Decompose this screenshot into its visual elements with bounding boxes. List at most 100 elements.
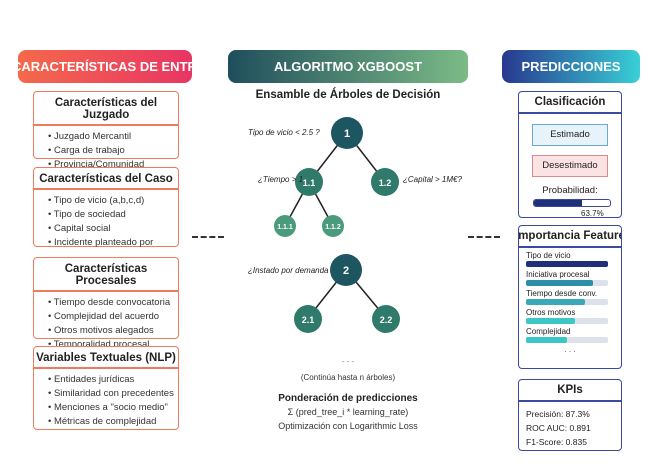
kpis-box: KPIs Precisión: 87.3% ROC AUC: 0.891 F1-… — [518, 379, 622, 451]
right-connector — [468, 236, 500, 238]
box-title: Clasificación — [534, 96, 606, 108]
kpi-f1: F1-Score: 0.835 — [526, 436, 587, 447]
feature-row: Tipo de vicio — [519, 250, 621, 267]
court-features-box: Características del Juzgado Juzgado Merc… — [33, 91, 179, 170]
algorithm-banner: ALGORITMO XGBOOST — [228, 50, 468, 83]
box-title: Características del Caso — [39, 173, 173, 185]
tree1-leaf-node — [274, 215, 296, 237]
split-question: ¿Tiempo > 1 — [258, 175, 303, 184]
probability-bar — [533, 198, 611, 207]
list-item: Carga de trabajo — [48, 144, 178, 158]
ensemble-title: Ensamble de Árboles de Decisión — [256, 88, 441, 101]
box-title: KPIs — [557, 384, 583, 396]
tree1-leaf-node — [322, 215, 344, 237]
feature-bar-track — [526, 336, 608, 343]
feature-row: Complejidad — [519, 326, 621, 343]
box-title: Características Procesales — [64, 263, 148, 287]
tree1-left-node — [295, 168, 323, 196]
box-title: Importancia Features — [518, 230, 621, 242]
feature-bar — [526, 336, 567, 343]
feature-row: Otros motivos — [519, 307, 621, 324]
feature-bar-track — [526, 298, 608, 305]
list-item: Tipo de sociedad — [48, 208, 178, 222]
estimado-badge: Estimado — [532, 123, 608, 146]
classification-box: Clasificación Estimado Desestimado Proba… — [518, 91, 622, 218]
list-item: Temporalidad procesal — [48, 338, 178, 352]
tree2-right-node — [372, 305, 400, 333]
node-label: 1.1.2 — [325, 224, 341, 231]
list-item: Similaridad con precedentes — [48, 387, 178, 401]
nlp-features-box: Variables Textuales (NLP) Entidades jurí… — [33, 346, 179, 430]
probability-value: 63.7% — [581, 209, 604, 218]
list-item: Capital social — [48, 222, 178, 236]
kpi-precision: Precisión: 87.3% — [526, 408, 590, 419]
feature-bar-track — [526, 260, 608, 267]
desestimado-label: Desestimado — [542, 160, 598, 171]
feature-importance-box: Importancia Features Tipo de vicioInicia… — [518, 225, 622, 369]
list-item: Entidades jurídicas — [48, 373, 178, 387]
input-features-banner-label: CARACTERÍSTICAS DE ENTRADA — [18, 59, 192, 74]
feature-name: Complejidad — [526, 326, 571, 336]
desestimado-badge: Desestimado — [532, 154, 608, 177]
list-item: Tipo de vicio (a,b,c,d) — [48, 194, 178, 208]
predictions-banner: PREDICCIONES — [502, 50, 640, 83]
box-title: Características del Juzgado — [54, 97, 158, 121]
feature-bar-track — [526, 317, 608, 324]
left-connector — [192, 236, 224, 238]
ellipsis: . . . — [342, 354, 355, 364]
node-label: 2.1 — [302, 315, 315, 325]
node-label: 1.2 — [379, 178, 392, 188]
feature-row: Tiempo desde conv. — [519, 288, 621, 305]
list-item: Provincia/Comunidad — [48, 158, 178, 172]
list-item: Menciones a "socio medio" — [48, 401, 178, 415]
continue-note: (Continúa hasta n árboles) — [301, 373, 396, 382]
feature-bar-track — [526, 279, 608, 286]
divider — [519, 112, 621, 114]
divider — [34, 124, 178, 126]
probability-label: Probabilidad: — [542, 184, 598, 196]
divider — [519, 246, 621, 248]
feature-row: Iniciativa procesal — [519, 269, 621, 286]
split-question: Tipo de vicio < 2.5 ? — [248, 128, 320, 137]
tree2-root-node — [330, 254, 362, 286]
divider — [519, 400, 621, 402]
feature-bar — [526, 260, 608, 267]
node-label: 2 — [343, 265, 349, 277]
weighting-formula: Σ (pred_tree_i * learning_rate) — [288, 407, 409, 417]
divider — [34, 367, 178, 369]
tree1-right-node — [371, 168, 399, 196]
divider — [34, 188, 178, 190]
estimado-label: Estimado — [550, 129, 590, 140]
list-item: Complejidad del acuerdo — [48, 310, 178, 324]
tree1-root-node — [331, 117, 363, 149]
split-question: ¿Instado por demanda — [248, 266, 329, 275]
optimization-note: Optimización con Logarithmic Loss — [278, 421, 418, 431]
predictions-banner-label: PREDICCIONES — [521, 59, 621, 74]
procedural-features-box: Características Procesales Tiempo desde … — [33, 257, 179, 350]
list-item: Métricas de complejidad — [48, 415, 178, 429]
node-label: 1 — [344, 128, 350, 140]
feature-bar — [526, 279, 593, 286]
list-item: Incidente planteado por — [48, 236, 178, 250]
algorithm-banner-label: ALGORITMO XGBOOST — [273, 59, 423, 74]
feature-bar — [526, 298, 585, 305]
divider — [34, 290, 178, 292]
feature-name: Tipo de vicio — [526, 250, 571, 260]
split-question: ¿Capital > 1M€? — [403, 175, 462, 184]
tree2-left-node — [294, 305, 322, 333]
kpi-roc-auc: ROC AUC: 0.891 — [526, 422, 591, 433]
node-label: 2.2 — [380, 315, 393, 325]
list-item: Otros motivos alegados — [48, 324, 178, 338]
feature-name: Otros motivos — [526, 307, 576, 317]
tree-ensemble-diagram: Ensamble de Árboles de Decisión 1 1.2 1.… — [248, 88, 462, 431]
node-label: 1.1 — [303, 178, 316, 188]
feature-name: Iniciativa procesal — [526, 269, 590, 279]
list-item: Tiempo desde convocatoria — [48, 296, 178, 310]
node-label: 1.1.1 — [277, 224, 293, 231]
feature-bar — [526, 317, 575, 324]
ellipsis: . . . — [564, 344, 576, 354]
feature-name: Tiempo desde conv. — [526, 288, 598, 298]
probability-bar-fill — [534, 199, 583, 206]
input-features-banner: CARACTERÍSTICAS DE ENTRADA — [18, 50, 192, 83]
